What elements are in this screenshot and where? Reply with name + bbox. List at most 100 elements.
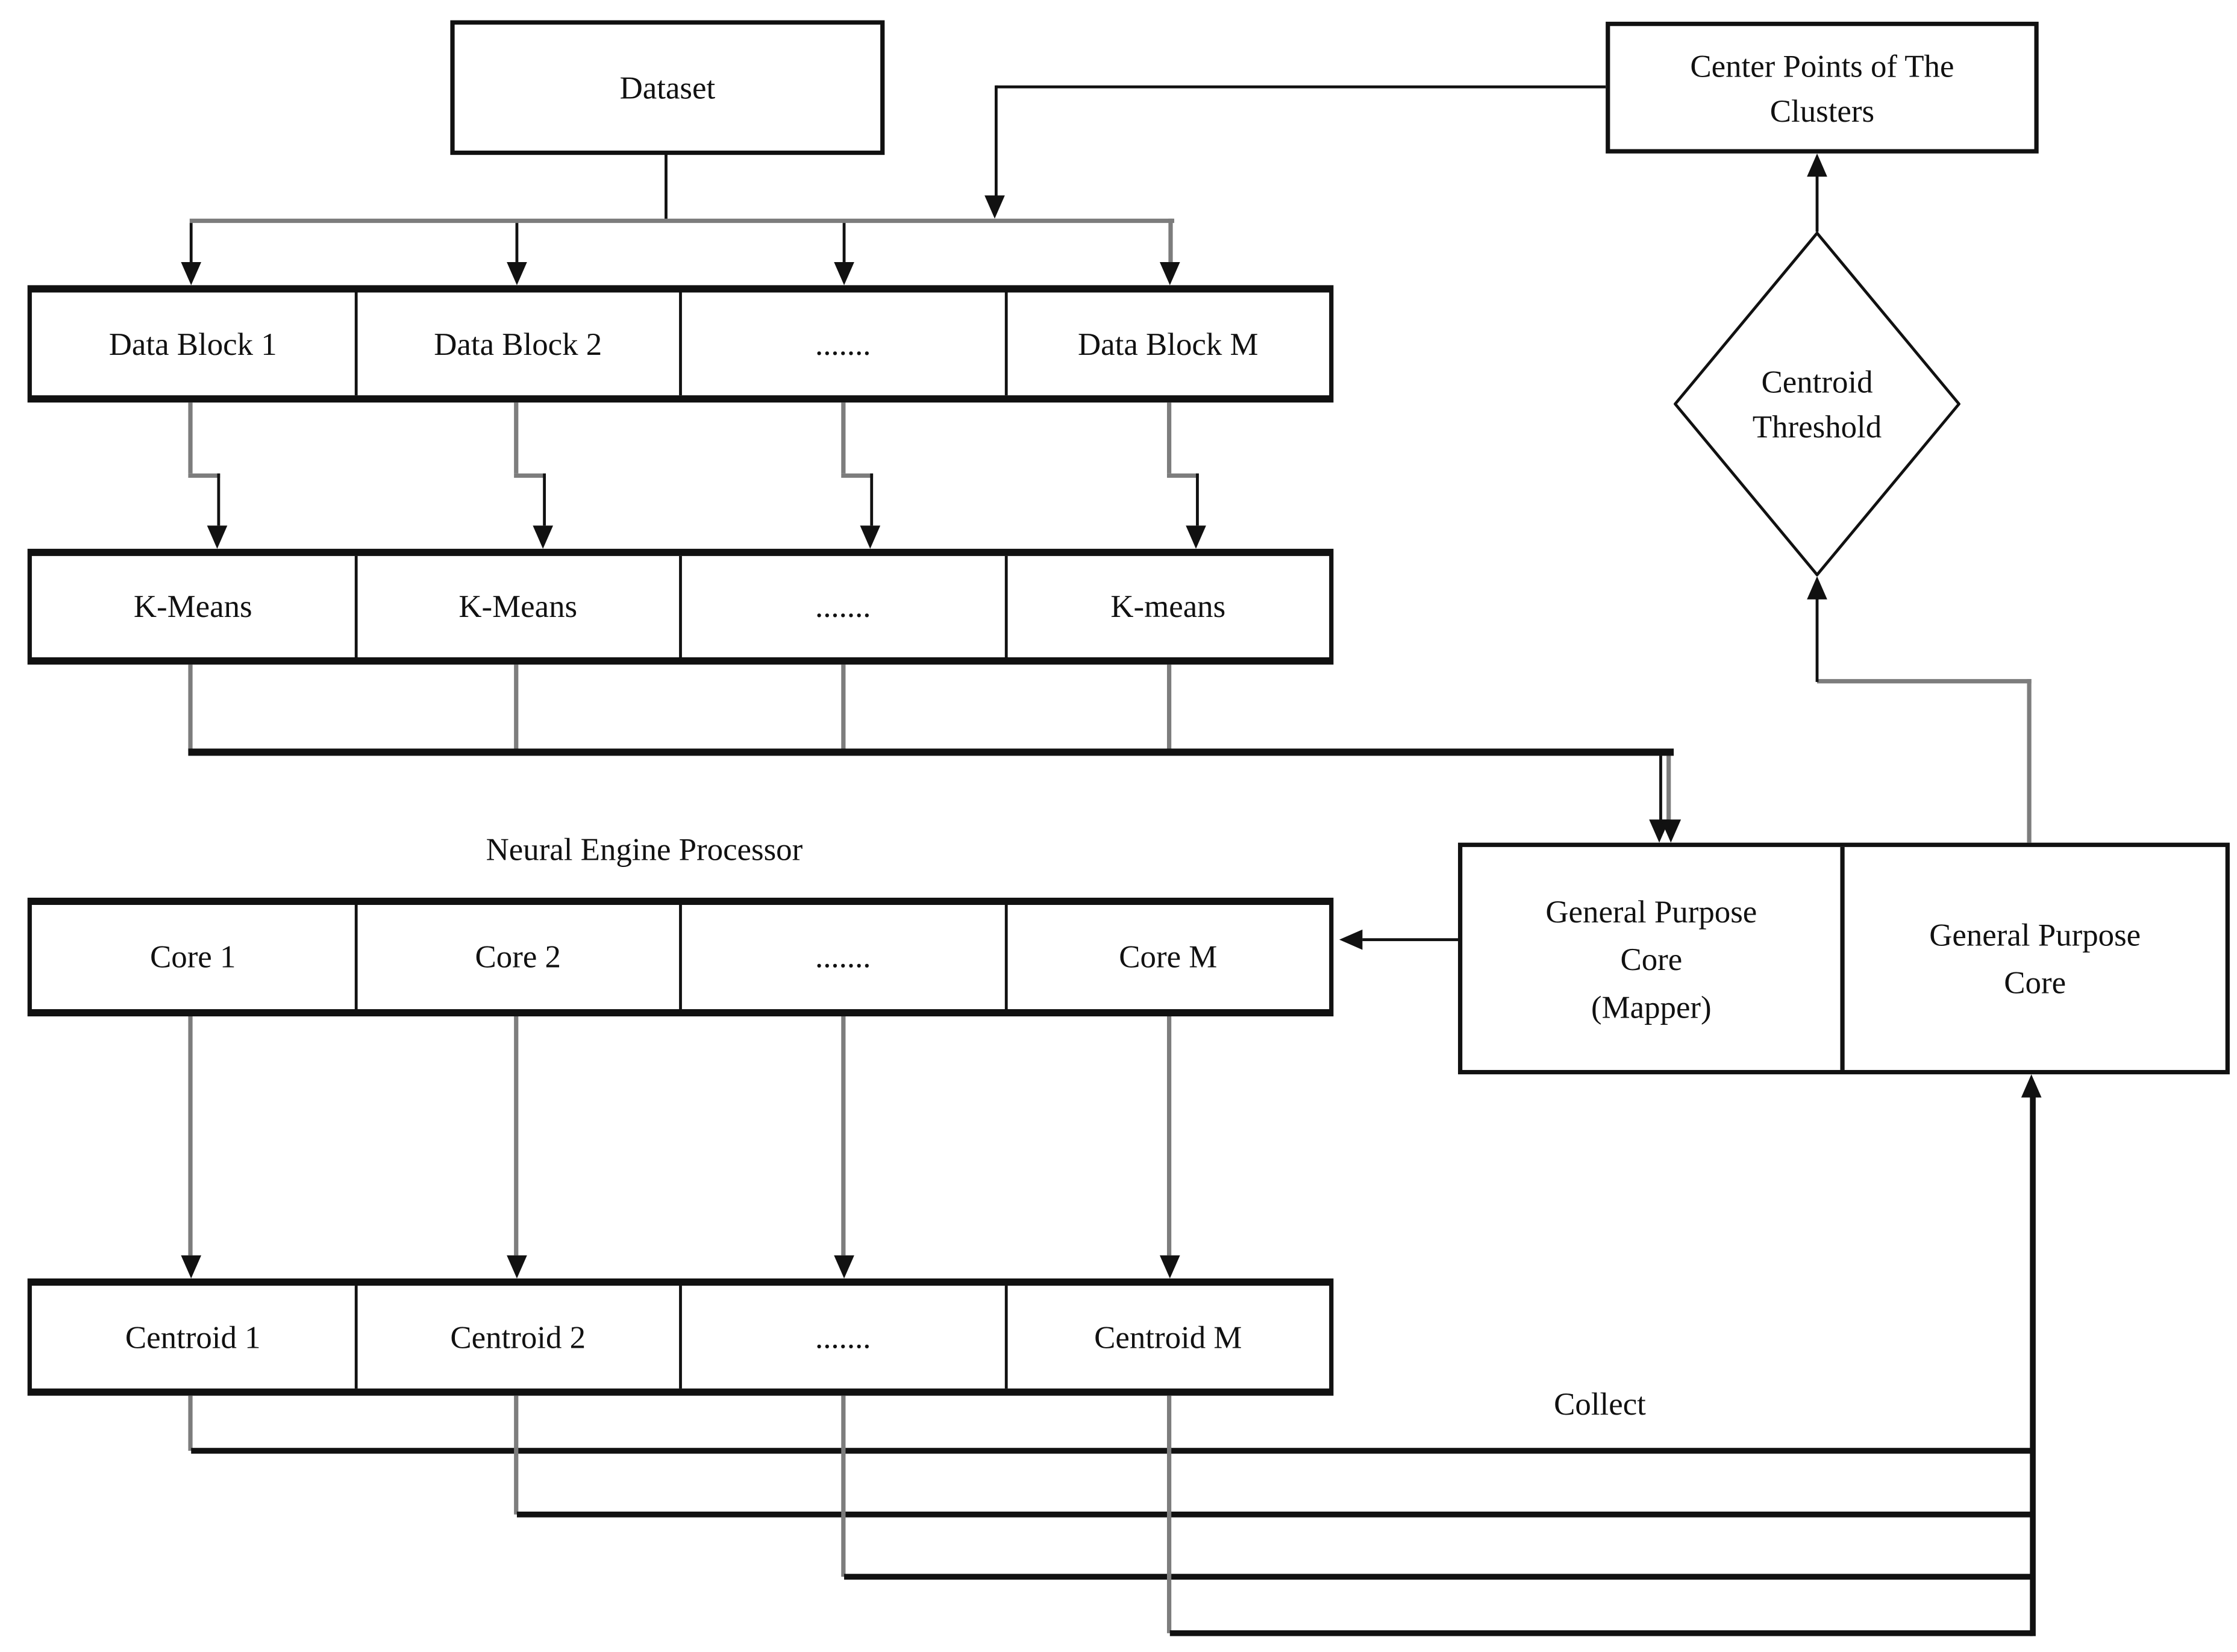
kmeans-ellipsis-cell: ....... [679,555,1004,658]
arrowhead-up-icon [1807,153,1827,177]
dataset-box: Dataset [450,20,885,155]
centroid-threshold-line1: Centroid [1761,363,1873,400]
core-1-label: Core 1 [149,938,236,975]
collect-line-1 [191,1448,2033,1454]
data-block-1-cell: Data Block 1 [32,292,354,395]
centroid-2-label: Centroid 2 [450,1318,586,1355]
bus-drop-line [1168,218,1173,262]
cores-row: Core 1 Core 2 ....... Core M [27,897,1334,1017]
connector-line [1166,402,1172,474]
centroid-1-cell: Centroid 1 [32,1286,354,1389]
connector-line [217,473,221,526]
collect-line-4 [1169,1630,2033,1636]
arrowhead-down-icon [834,261,854,286]
arrowhead-up-icon [1807,576,1827,599]
arrowhead-down-icon [507,261,527,286]
connector-line [514,473,546,478]
bus-drop-line [842,223,846,262]
arrowhead-down-icon [834,1255,854,1279]
centroid-m-cell: Centroid M [1004,1286,1330,1389]
gp-core-box: General Purpose Core [1845,847,2226,1070]
gp-core-label-line1: General Purpose [1929,916,2141,953]
kmeans-2-cell: K-Means [354,555,680,658]
dataset-stem-line [665,153,668,221]
data-block-ellipsis-cell: ....... [679,292,1004,396]
connector-line [841,1395,846,1577]
connector-line [1815,175,1819,232]
connector-line [841,1016,846,1256]
gp-core-label-line2: Core [2004,964,2066,1001]
collect-line-2 [516,1511,2033,1518]
kmeans-output-bus-line [188,748,1674,756]
general-purpose-cores-box: General Purpose Core (Mapper) General Pu… [1458,842,2230,1075]
center-points-box: Center Points of The Clusters [1606,22,2039,154]
arrowhead-down-icon [1159,1255,1180,1279]
collect-line-3 [844,1574,2033,1580]
collect-label: Collect [1469,1386,1730,1423]
neural-engine-processor-label: Neural Engine Processor [355,831,934,868]
data-block-m-cell: Data Block M [1004,292,1330,396]
connector-line [514,402,519,474]
collector-line [2030,1094,2036,1636]
connector-line [841,665,846,752]
gp-mapper-label-line1: General Purpose [1545,892,1757,929]
collect-text: Collect [1554,1385,1646,1422]
neural-engine-processor-text: Neural Engine Processor [486,831,803,868]
kmeans-m-cell: K-means [1004,555,1330,658]
center-points-label-line1: Center Points of The [1690,47,1954,84]
gp-mapper-label-line2: Core [1620,940,1683,977]
connector-line [514,1395,519,1515]
connector-line [1817,679,2032,684]
centroid-ellipsis-cell: ....... [679,1286,1004,1389]
connector-line [188,402,193,474]
centroid-threshold-text: Centroid Threshold [1674,232,1960,577]
connector-line [543,473,546,526]
connector-line [1166,1395,1172,1633]
connector-line [188,1016,193,1256]
feedback-line-horizontal [996,85,1606,89]
kmeans-row: K-Means K-Means ....... K-means [27,548,1334,665]
centroid-threshold-diamond [1673,231,1961,577]
bus-drop-line [515,223,519,262]
arrowhead-down-icon [507,1255,527,1279]
core-ellipsis-cell: ....... [679,905,1004,1010]
connector-line [1815,598,1819,682]
arrowhead-down-icon [1159,261,1180,286]
dataset-label: Dataset [619,69,716,106]
connector-line [841,473,874,478]
connector-line [188,473,221,478]
connector-line [870,473,874,526]
bus-drop-line [189,223,193,262]
arrowhead-up-icon [2021,1074,2042,1098]
ellipsis-label: ....... [815,938,871,975]
core-m-label: Core M [1119,938,1218,975]
arrowhead-down-icon [1660,819,1682,843]
connector-line [188,1395,193,1451]
arrowhead-down-icon [984,195,1005,219]
kmeans-1-label: K-Means [133,587,252,624]
connector-line [1196,473,1199,526]
core-1-cell: Core 1 [32,905,354,1009]
centroid-threshold-line2: Threshold [1752,408,1882,445]
diamond-shape [1673,231,1961,577]
kmeans-m-label: K-means [1110,587,1226,624]
kmeans-2-label: K-Means [458,587,578,624]
kmeans-1-cell: K-Means [32,556,354,657]
center-points-label-line2: Clusters [1769,92,1875,128]
connector-line [514,1016,519,1256]
centroid-2-cell: Centroid 2 [354,1286,680,1389]
arrowhead-down-icon [1186,525,1206,549]
connector-line [1166,665,1172,752]
arrowhead-left-icon [1339,929,1363,950]
ellipsis-label: ....... [815,1318,871,1355]
connector-line [188,665,193,752]
gp-mapper-box: General Purpose Core (Mapper) [1462,846,1845,1070]
feedback-line-vertical [994,85,998,197]
centroids-row: Centroid 1 Centroid 2 ....... Centroid M [27,1278,1334,1396]
arrowhead-down-icon [860,525,881,549]
ellipsis-label: ....... [815,587,871,624]
centroid-1-label: Centroid 1 [125,1318,261,1355]
core-2-cell: Core 2 [354,905,680,1010]
mapper-to-core-line [1362,938,1459,942]
